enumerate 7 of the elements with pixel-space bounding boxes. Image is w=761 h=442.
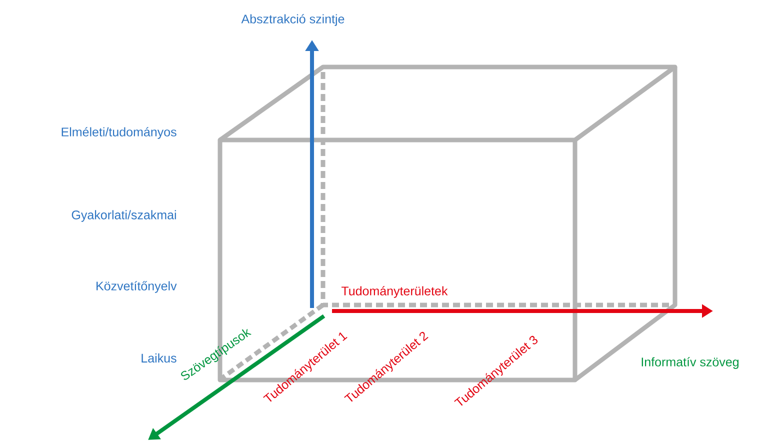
- category-label: Informatív szöveg: [642, 357, 738, 369]
- level-label: Közvetítőnyelv: [96, 281, 177, 293]
- level-label: Laikus: [142, 353, 176, 363]
- axis-label: Tudományterületek: [341, 286, 448, 298]
- level-label: Elméleti/tudományos: [62, 127, 176, 139]
- level-label: Gyakorlati/szakmai: [72, 210, 176, 222]
- axis-label: Absztrakció szintje: [241, 14, 344, 26]
